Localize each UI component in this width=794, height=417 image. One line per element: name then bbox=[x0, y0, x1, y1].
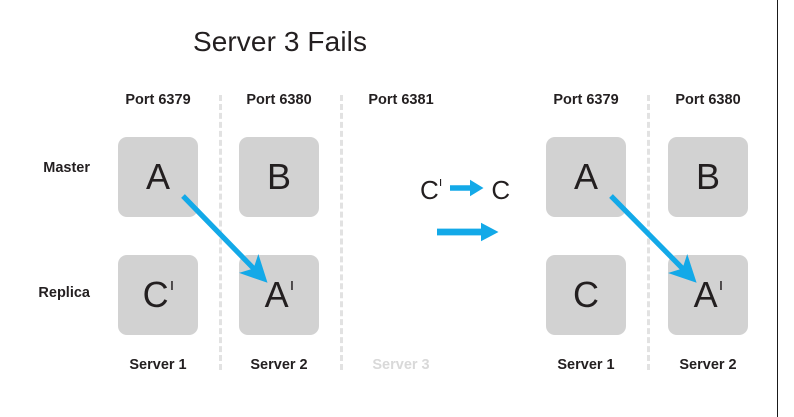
left-col-0-port-label: Port 6379 bbox=[125, 92, 191, 108]
right-col-1-server-label: Server 2 bbox=[679, 357, 737, 373]
left-col-1-server-label: Server 2 bbox=[250, 357, 308, 373]
legend-to-glyph: C bbox=[491, 175, 511, 205]
left-col-0-master-glyph: A bbox=[145, 156, 170, 197]
left-col-0-replica-node[interactable]: Cı bbox=[118, 255, 198, 335]
left-col-0-replica-glyph: Cı bbox=[142, 274, 175, 315]
right-col-0-server-label: Server 1 bbox=[557, 357, 615, 373]
legend-transition: Cı C bbox=[420, 175, 510, 205]
right-col-0-replica-glyph: C bbox=[573, 274, 599, 315]
row-label-master: Master bbox=[43, 160, 90, 176]
page-title: Server 3 Fails bbox=[192, 26, 368, 57]
left-col-1-master-node[interactable]: B bbox=[239, 137, 319, 217]
frame-right-border bbox=[777, 0, 778, 417]
prime-mark: ı bbox=[438, 174, 443, 190]
legend-arrow-row bbox=[437, 222, 499, 247]
right-arrow-icon bbox=[450, 179, 484, 202]
left-col-2-port-label: Port 6381 bbox=[368, 92, 434, 108]
right-col-0-replica-node[interactable]: C bbox=[546, 255, 626, 335]
right-divider-0 bbox=[647, 95, 650, 370]
right-col-0-port-label: Port 6379 bbox=[553, 92, 619, 108]
right-col-1-replica-node[interactable]: Aı bbox=[668, 255, 748, 335]
left-col-1-replica-node[interactable]: Aı bbox=[239, 255, 319, 335]
prime-mark: ı bbox=[289, 275, 295, 294]
prime-mark: ı bbox=[169, 275, 175, 294]
left-col-0-server-label: Server 1 bbox=[129, 357, 187, 373]
right-col-1-replica-glyph: Aı bbox=[693, 274, 724, 315]
right-col-1-master-node[interactable]: B bbox=[668, 137, 748, 217]
legend-from-glyph: Cı bbox=[420, 174, 443, 205]
right-arrow-icon bbox=[437, 222, 499, 246]
left-col-1-port-label: Port 6380 bbox=[246, 92, 312, 108]
right-col-1-master-glyph: B bbox=[695, 156, 720, 197]
row-label-replica: Replica bbox=[38, 285, 90, 301]
prime-mark: ı bbox=[718, 275, 724, 294]
left-col-1-replica-glyph: Aı bbox=[264, 274, 295, 315]
left-col-2-server-label: Server 3 bbox=[372, 357, 430, 373]
right-col-0-master-glyph: A bbox=[573, 156, 598, 197]
left-divider-1 bbox=[340, 95, 343, 370]
right-col-0-master-node[interactable]: A bbox=[546, 137, 626, 217]
left-col-1-master-glyph: B bbox=[266, 156, 291, 197]
left-col-0-master-node[interactable]: A bbox=[118, 137, 198, 217]
left-divider-0 bbox=[219, 95, 222, 370]
right-col-1-port-label: Port 6380 bbox=[675, 92, 741, 108]
